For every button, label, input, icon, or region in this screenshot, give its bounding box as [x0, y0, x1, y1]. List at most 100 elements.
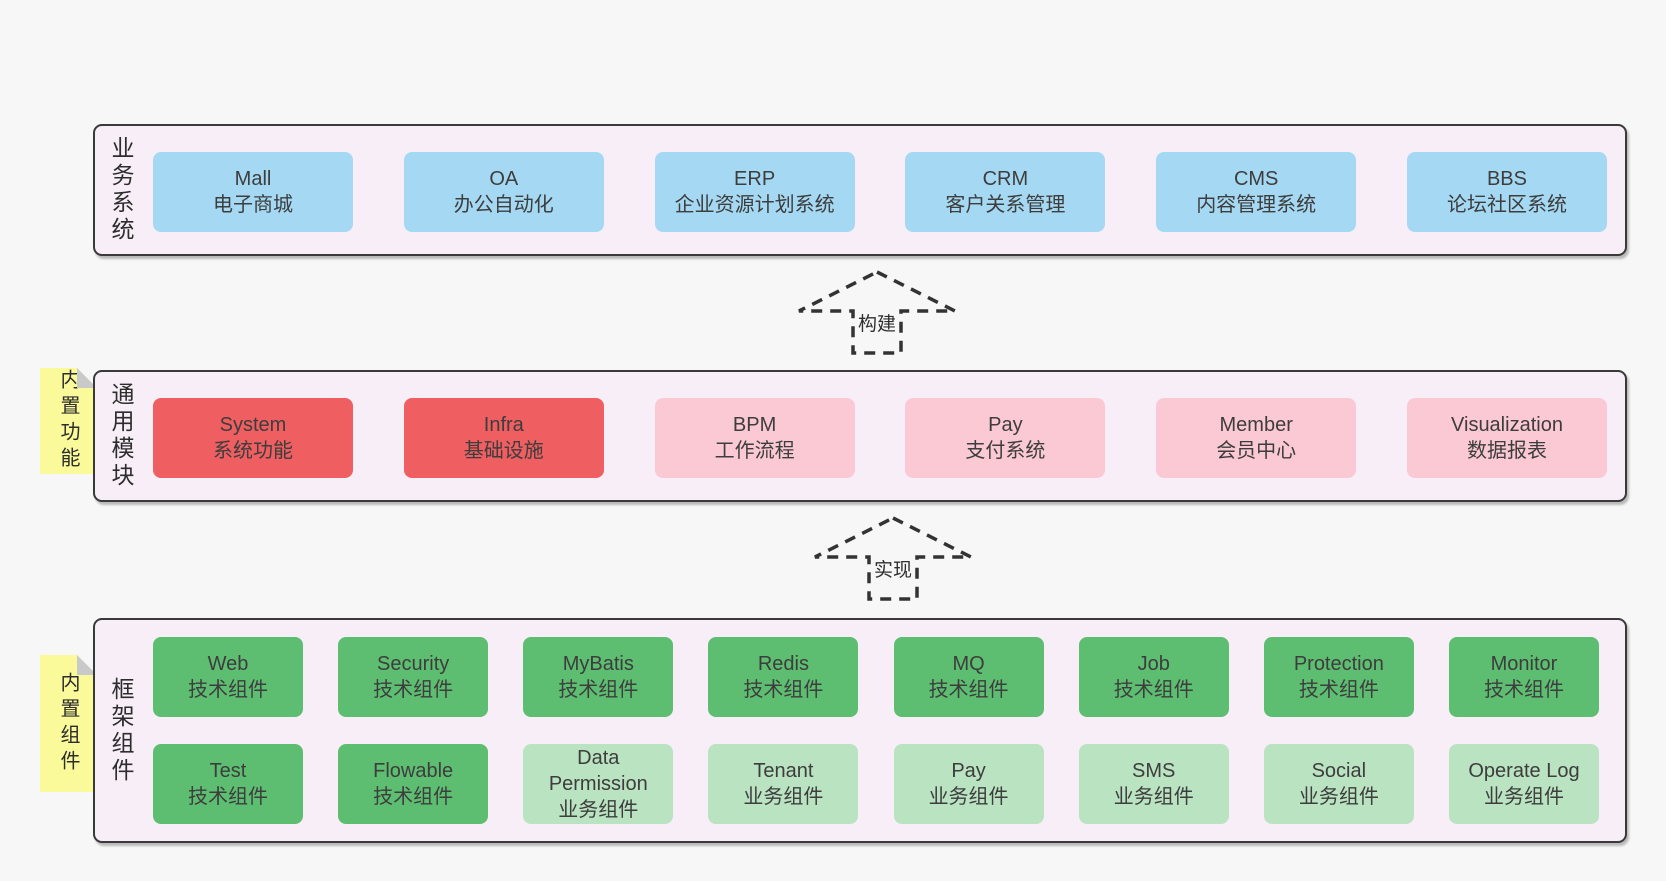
band-common-modules: 通用模块 System 系统功能 Infra 基础设施 BPM 工作流程 Pay 支付系统 Me…	[93, 370, 1627, 502]
box-subtitle: 技术组件	[1113, 679, 1194, 701]
box-web: Web 技术组件	[153, 637, 303, 717]
box-data-permission: Data Permission 业务组件	[523, 744, 674, 824]
sticky-note-built-in-components: 内置组件	[40, 655, 97, 792]
sticky-note-label: 内置功能	[57, 369, 79, 473]
box-pay: Pay 支付系统	[905, 398, 1106, 478]
box-social: Social 业务组件	[1263, 744, 1414, 824]
band-business-systems: 业务系统 Mall 电子商城 OA 办公自动化 ERP 企业资源计划系统 CRM 客户关系管理…	[93, 124, 1627, 256]
box-protection: Protection 技术组件	[1263, 637, 1414, 717]
sticky-note-label: 内置组件	[57, 671, 79, 776]
box-oa: OA 办公自动化	[403, 152, 604, 232]
box-title: CMS	[1233, 168, 1279, 190]
box-title: Redis	[757, 653, 809, 675]
box-subtitle: 技术组件	[1298, 679, 1379, 701]
band-label: 通用模块	[108, 382, 134, 490]
box-title: Test	[209, 760, 247, 782]
box-title: BPM	[732, 414, 777, 436]
arrow-implement: 实现	[811, 514, 975, 602]
box-pay: Pay 业务组件	[893, 744, 1044, 824]
box-cms: CMS 内容管理系统	[1156, 152, 1357, 232]
box-security: Security 技术组件	[338, 637, 489, 717]
box-title: Tenant	[753, 760, 814, 782]
box-title: Mall	[234, 168, 272, 190]
box-subtitle: 论坛社区系统	[1446, 194, 1567, 216]
box-title: Pay	[951, 760, 986, 782]
box-subtitle: 技术组件	[928, 679, 1009, 701]
box-title: Web	[207, 653, 249, 675]
box-title: Data Permission	[548, 747, 648, 795]
box-subtitle: 客户关系管理	[945, 194, 1066, 216]
box-subtitle: 基础设施	[463, 440, 544, 462]
box-title: Visualization	[1451, 414, 1563, 436]
box-title: MyBatis	[562, 653, 634, 675]
band-label: 业务系统	[108, 136, 134, 244]
box-job: Job 技术组件	[1078, 637, 1229, 717]
arrow-label: 构建	[854, 309, 900, 336]
box-mall: Mall 电子商城	[153, 152, 353, 232]
box-title: Monitor	[1490, 653, 1558, 675]
box-subtitle: 内容管理系统	[1196, 194, 1317, 216]
box-subtitle: 技术组件	[1483, 679, 1564, 701]
box-title: Protection	[1293, 653, 1384, 675]
box-subtitle: 技术组件	[188, 679, 268, 701]
box-bbs: BBS 论坛社区系统	[1406, 152, 1607, 232]
band-boxes-row: Mall 电子商城 OA 办公自动化 ERP 企业资源计划系统 CRM 客户关系管理 CMS 内容…	[153, 152, 1607, 232]
box-subtitle: 支付系统	[965, 440, 1046, 462]
box-title: BBS	[1486, 168, 1527, 190]
band-label: 框架组件	[108, 676, 134, 785]
box-tenant: Tenant 业务组件	[708, 744, 859, 824]
box-visualization: Visualization 数据报表	[1406, 398, 1607, 478]
box-crm: CRM 客户关系管理	[905, 152, 1106, 232]
box-title: System	[219, 414, 287, 436]
box-flowable: Flowable 技术组件	[338, 744, 489, 824]
box-title: CRM	[982, 168, 1029, 190]
box-title: SMS	[1132, 760, 1176, 782]
box-subtitle: 数据报表	[1466, 440, 1547, 462]
arrow-label: 实现	[870, 555, 916, 582]
box-subtitle: 会员中心	[1216, 440, 1297, 462]
box-subtitle: 技术组件	[743, 679, 824, 701]
box-redis: Redis 技术组件	[708, 637, 859, 717]
dashed-up-arrow-icon	[814, 516, 972, 601]
box-subtitle: 技术组件	[188, 786, 268, 808]
box-subtitle: 业务组件	[558, 799, 639, 821]
box-title: Member	[1219, 414, 1293, 436]
box-subtitle: 技术组件	[558, 679, 639, 701]
box-title: Flowable	[373, 760, 454, 782]
box-subtitle: 技术组件	[373, 679, 454, 701]
box-subtitle: 业务组件	[743, 786, 824, 808]
band-boxes-row: System 系统功能 Infra 基础设施 BPM 工作流程 Pay 支付系统 Member 会…	[153, 398, 1607, 478]
box-subtitle: 技术组件	[373, 786, 454, 808]
box-title: Infra	[483, 414, 524, 436]
box-system: System 系统功能	[153, 398, 353, 478]
box-mq: MQ 技术组件	[893, 637, 1044, 717]
box-sms: SMS 业务组件	[1078, 744, 1229, 824]
box-title: OA	[489, 168, 519, 190]
box-subtitle: 电子商城	[213, 194, 293, 216]
box-subtitle: 业务组件	[1113, 786, 1194, 808]
sticky-note-built-in-features: 内置功能	[40, 368, 97, 474]
box-title: Security	[377, 653, 450, 675]
box-subtitle: 业务组件	[928, 786, 1009, 808]
box-title: Operate Log	[1468, 760, 1580, 782]
box-title: Pay	[988, 414, 1023, 436]
box-operate-log: Operate Log 业务组件	[1448, 744, 1599, 824]
box-mybatis: MyBatis 技术组件	[523, 637, 674, 717]
box-subtitle: 工作流程	[714, 440, 795, 462]
box-subtitle: 业务组件	[1483, 786, 1564, 808]
box-subtitle: 业务组件	[1298, 786, 1379, 808]
box-title: ERP	[734, 168, 776, 190]
box-title: Job	[1137, 653, 1170, 675]
box-subtitle: 办公自动化	[453, 194, 554, 216]
box-erp: ERP 企业资源计划系统	[654, 152, 855, 232]
box-subtitle: 系统功能	[213, 440, 293, 462]
box-subtitle: 企业资源计划系统	[674, 194, 835, 216]
box-title: MQ	[952, 653, 985, 675]
box-test: Test 技术组件	[153, 744, 303, 824]
box-title: Social	[1311, 760, 1367, 782]
dashed-up-arrow-icon	[798, 270, 956, 355]
